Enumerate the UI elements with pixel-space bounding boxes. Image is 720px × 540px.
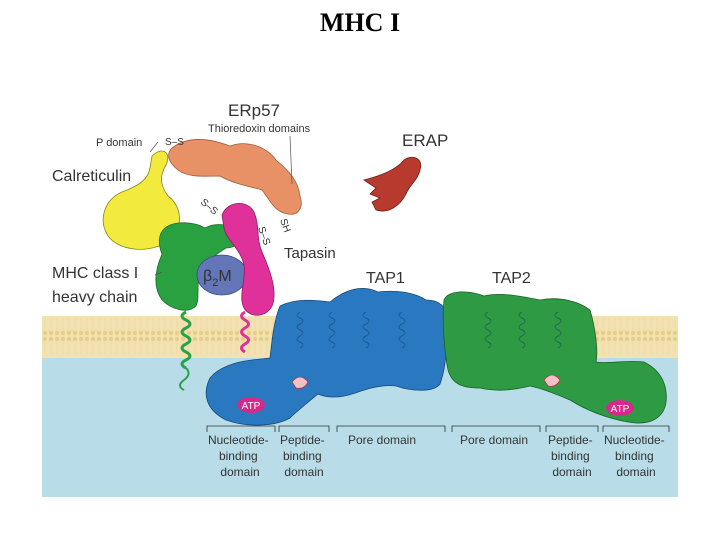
domain-label-line: Pore domain — [460, 433, 528, 447]
domain-label-line: Pore domain — [348, 433, 416, 447]
sh-label: SH — [277, 217, 292, 234]
b2m-label: β2M — [203, 268, 232, 289]
atp-left-oval — [237, 397, 265, 413]
domain-label-line: domain — [220, 465, 259, 479]
domain-label-pbd-right: Peptide- binding domain — [548, 433, 596, 479]
tap2-label: TAP2 — [492, 270, 531, 287]
mhc-transmembrane-helix — [180, 310, 192, 370]
mhc-leader — [154, 271, 163, 276]
tapasin-transmembrane-helix — [240, 310, 250, 354]
domain-label-line: Peptide- — [280, 433, 325, 447]
atp-left-label: ATP — [242, 401, 261, 412]
domain-label-nbd-right: Nucleotide- binding domain — [604, 433, 668, 479]
peptide-loop-left — [291, 376, 309, 389]
domain-label-nbd-left: Nucleotide- binding domain — [208, 433, 272, 479]
p-domain-leader — [149, 141, 159, 153]
domain-label-line: domain — [552, 465, 591, 479]
erap-shape — [363, 156, 422, 212]
mhc-label-line2: heavy chain — [52, 289, 137, 306]
thioredoxin-label: Thioredoxin domains — [208, 123, 311, 135]
domain-label-line: Peptide- — [548, 433, 593, 447]
domain-label-line: binding — [615, 449, 654, 463]
thioredoxin-leader — [289, 135, 293, 185]
ss-bond-label-1: S–S — [165, 137, 184, 148]
b2m-subscript: 2 — [212, 277, 218, 289]
peptide-loop-right — [543, 374, 561, 387]
domain-label-pore-right: Pore domain — [460, 433, 528, 447]
slide-title: MHC I — [319, 8, 401, 37]
b2m-m: M — [218, 268, 231, 285]
calreticulin-label: Calreticulin — [52, 168, 131, 185]
domain-label-line: binding — [551, 449, 590, 463]
tap1-shape — [205, 288, 448, 426]
erp57-shape — [168, 139, 302, 215]
p-domain-label: P domain — [96, 137, 142, 149]
domain-brackets — [206, 425, 670, 432]
domain-label-line: domain — [284, 465, 323, 479]
mhc-label-line1: MHC class I — [52, 265, 138, 282]
b2m-beta: β — [203, 268, 212, 285]
domain-label-pbd-left: Peptide- binding domain — [280, 433, 328, 479]
erp57-label: ERp57 — [228, 101, 280, 120]
ss-bond-label-2: S–S — [198, 197, 220, 218]
erap-label: ERAP — [402, 131, 448, 150]
domain-label-line: binding — [283, 449, 322, 463]
domain-label-line: Nucleotide- — [604, 433, 665, 447]
domain-label-line: Nucleotide- — [208, 433, 269, 447]
domain-label-pore-left: Pore domain — [348, 433, 416, 447]
tap-helix-coils — [296, 311, 562, 349]
tapasin-label: Tapasin — [284, 245, 336, 262]
atp-right-label: ATP — [611, 404, 630, 415]
atp-right-oval — [606, 400, 634, 416]
tapasin-shape — [221, 202, 275, 316]
mhc-cytoplasmic-tail — [179, 367, 190, 391]
domain-label-line: binding — [219, 449, 258, 463]
tap2-shape — [442, 291, 667, 424]
domain-label-line: domain — [616, 465, 655, 479]
tap1-label: TAP1 — [366, 270, 405, 287]
